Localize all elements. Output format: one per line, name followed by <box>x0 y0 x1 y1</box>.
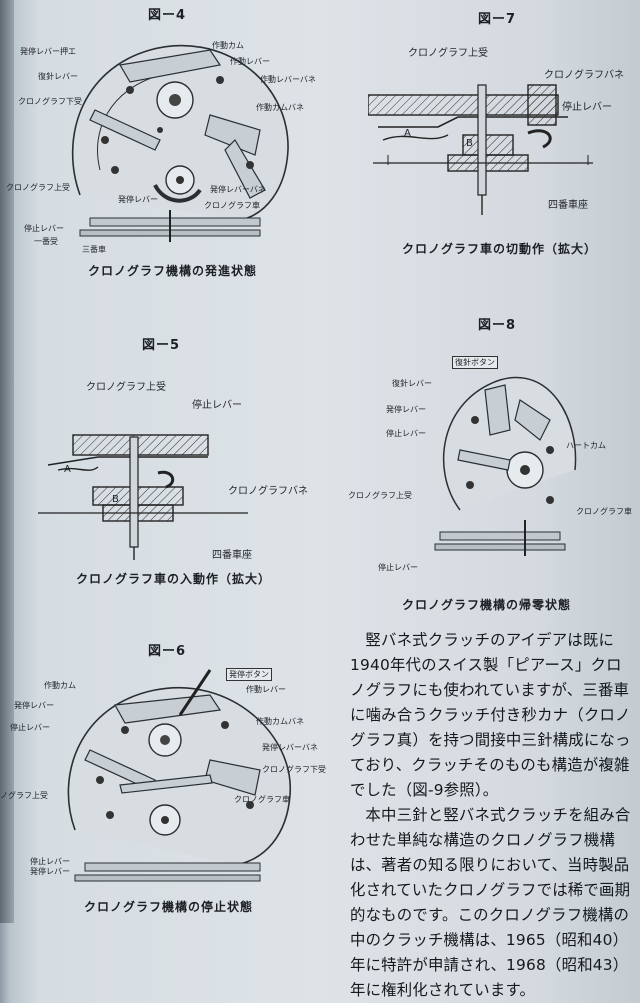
fig7-label-item: クロノグラフバネ <box>544 70 624 81</box>
fig6-label-item: 停止レバー <box>30 857 70 866</box>
fig6-label-item: クロノグラフ下受 <box>262 765 326 774</box>
fig6-drawing <box>60 665 300 890</box>
fig7-label-item: B <box>466 138 473 149</box>
fig4-label-item: クロノグラフ下受 <box>18 97 82 106</box>
fig6-label-item: ノグラフ上受 <box>0 791 48 800</box>
fig5-label-item: B <box>112 494 119 505</box>
fig4-label-item: 三番車 <box>82 245 106 254</box>
fig8-label-item: クロノグラフ車 <box>576 507 632 516</box>
fig6-label: 図ー6 <box>148 644 187 659</box>
fig4-label-item: クロノグラフ車 <box>204 201 260 210</box>
fig4-caption: クロノグラフ機構の発進状態 <box>88 264 258 278</box>
fig6-start-button-label: 発停ボタン <box>226 668 272 681</box>
fig8-label-item: 復針レバー <box>392 379 432 388</box>
fig6-label-item: 作動カムバネ <box>256 717 304 726</box>
fig4-label-item: 発停レバー <box>118 195 158 204</box>
fig6-label-item: 発停レバーバネ <box>262 743 318 752</box>
fig4-label-item: 発停レバーバネ <box>210 185 266 194</box>
fig4-label-item: 一番受 <box>34 237 58 246</box>
fig7-label: 図ー7 <box>478 12 517 27</box>
fig4-label-item: 作動カムバネ <box>256 103 304 112</box>
fig4-label-item: 作動カム <box>212 41 244 50</box>
fig5-drawing <box>38 395 253 560</box>
fig4-label-item: 発停レバー押エ <box>20 47 76 56</box>
fig8-label: 図ー8 <box>478 318 517 333</box>
fig8-label-item: クロノグラフ上受 <box>348 491 412 500</box>
fig5-label-item: クロノグラフバネ <box>228 486 308 497</box>
fig4-label-item: 作動レバーバネ <box>260 75 316 84</box>
fig6-caption: クロノグラフ機構の停止状態 <box>84 900 254 914</box>
fig7-label-item: 停止レバー <box>562 102 612 113</box>
fig6-label-item: クロノグラフ車 <box>234 795 290 804</box>
fig7-label-item: クロノグラフ上受 <box>408 48 488 59</box>
fig6-label-item: 停止レバー <box>10 723 50 732</box>
fig8-label-item: 停止レバー <box>386 429 426 438</box>
body-paragraph: 竪バネ式クラッチのアイデアは既に1940年代のスイス製「ピアース」クロノグラフに… <box>350 631 631 799</box>
fig4-label-item: 復針レバー <box>38 72 78 81</box>
fig4-label-item: 作動レバー <box>230 57 270 66</box>
fig8-label-item: ハートカム <box>566 441 606 450</box>
fig7-drawing <box>368 55 598 215</box>
fig6-label-item: 作動カム <box>44 681 76 690</box>
fig5-caption: クロノグラフ車の入動作（拡大） <box>76 572 272 586</box>
fig5-label-item: 停止レバー <box>192 400 242 411</box>
fig5-label-item: A <box>64 464 71 475</box>
fig6-label-item: 作動レバー <box>246 685 286 694</box>
fig4-label: 図ー4 <box>148 8 187 23</box>
body-paragraph: 本中三針と竪バネ式クラッチを組み合わせた単純な構造のクロノグラフ機構は、著者の知… <box>350 806 631 999</box>
fig6-label-item: 発停レバー <box>14 701 54 710</box>
fig8-reset-button-label: 復針ボタン <box>452 356 498 369</box>
fig7-label-item: 四番車座 <box>548 200 588 211</box>
body-text: 竪バネ式クラッチのアイデアは既に1940年代のスイス製「ピアース」クロノグラフに… <box>350 628 634 1003</box>
fig5-label-item: クロノグラフ上受 <box>86 382 166 393</box>
fig4-drawing <box>60 20 300 250</box>
page-edge-shadow <box>0 0 14 923</box>
fig7-label-item: A <box>404 128 411 139</box>
fig8-label-item: 発停レバー <box>386 405 426 414</box>
fig7-caption: クロノグラフ車の切動作（拡大） <box>402 242 598 256</box>
fig8-drawing <box>430 360 580 560</box>
fig8-caption: クロノグラフ機構の帰零状態 <box>402 598 572 612</box>
fig6-label-item: 発停レバー <box>30 867 70 876</box>
fig8-label-item: 停止レバー <box>378 563 418 572</box>
fig5-label-item: 四番車座 <box>212 550 252 561</box>
fig4-label-item: クロノグラフ上受 <box>6 183 70 192</box>
fig5-label: 図ー5 <box>142 338 181 353</box>
fig4-label-item: 停止レバー <box>24 224 64 233</box>
